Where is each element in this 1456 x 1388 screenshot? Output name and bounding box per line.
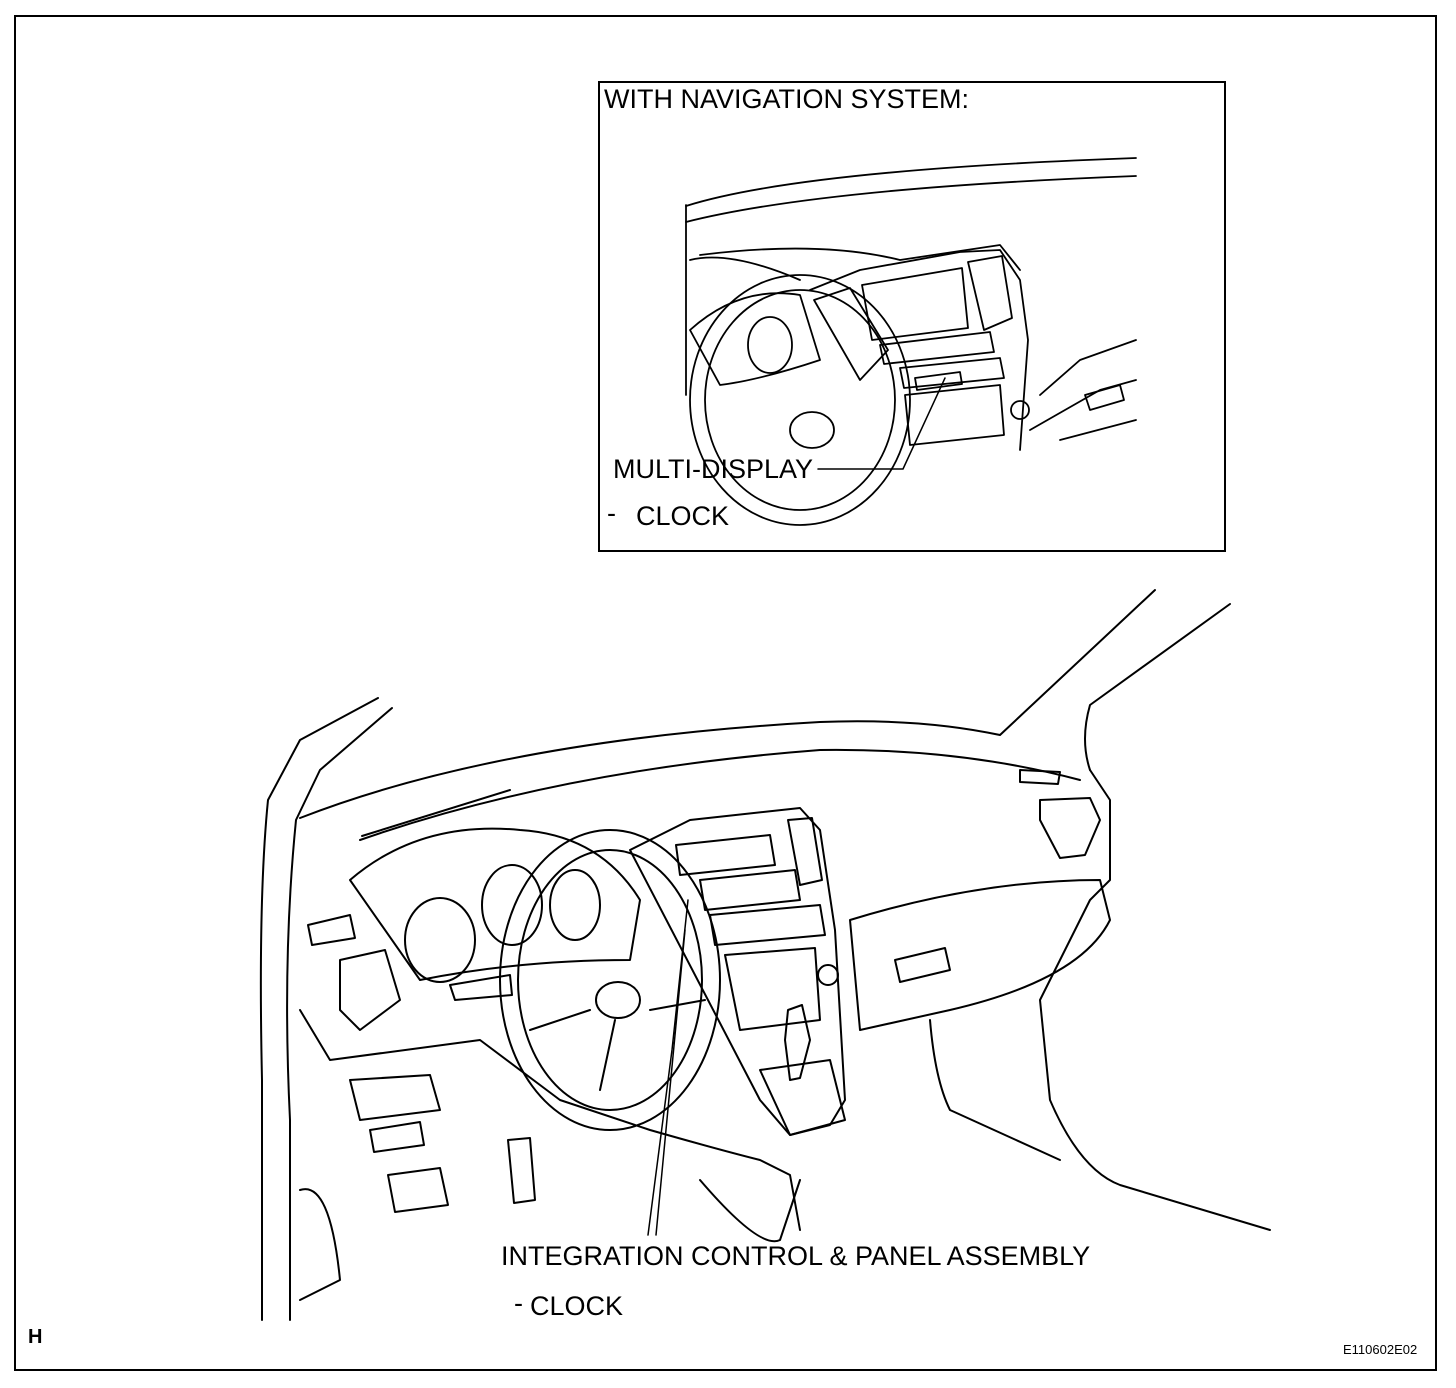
- right-vent: [1039, 797, 1101, 859]
- inset-steering-inner: [704, 289, 896, 511]
- cluster-hood: [349, 827, 641, 981]
- inset-cluster: [689, 292, 821, 386]
- multi-display-label: MULTI-DISPLAY: [613, 454, 814, 484]
- tunnel: [699, 1179, 801, 1243]
- inset-lower-stack: [904, 384, 1005, 446]
- inset-windshield-top: [685, 157, 1137, 207]
- corner-letter: H: [28, 1326, 43, 1348]
- steering-hub: [595, 981, 641, 1019]
- center-stack-outline: [629, 807, 846, 1136]
- integration-control-label: INTEGRATION CONTROL & PANEL ASSEMBLY: [501, 1241, 1091, 1271]
- inset-right-dash: [1039, 339, 1137, 396]
- center-controls-3: [724, 947, 821, 1031]
- figure-border: [14, 15, 1437, 1371]
- lower-switches: [369, 1121, 425, 1153]
- center-vent-right: [787, 817, 823, 886]
- inset-steering-hub: [789, 411, 835, 449]
- integration-control-clock-label: CLOCK: [530, 1291, 624, 1321]
- center-knob: [817, 964, 839, 986]
- center-controls-2: [709, 904, 826, 946]
- wiper-stalk: [449, 974, 513, 1001]
- figure-code: E110602E02: [1343, 1342, 1418, 1357]
- inset-dash-crease: [699, 244, 1021, 271]
- left-dash-tab: [307, 914, 356, 946]
- dash-defrost-slot: [361, 789, 511, 837]
- dash-upper-crease: [359, 748, 1081, 841]
- windshield-line: [1084, 603, 1231, 771]
- inset-steering-rim: [689, 274, 911, 526]
- integration-control-sub-dash: -: [514, 1288, 523, 1318]
- icp-leader-line-2: [655, 929, 686, 1236]
- inset-windshield-top-2: [685, 175, 1137, 223]
- glove-box: [849, 879, 1111, 1031]
- right-pillar: [1039, 769, 1271, 1231]
- right-kick-panel: [929, 1019, 1061, 1161]
- inset-right-lower: [1059, 419, 1137, 441]
- inset-nav-screen: [861, 267, 969, 341]
- inset-title: WITH NAVIGATION SYSTEM:: [604, 84, 970, 114]
- inset-left-vent: [813, 287, 889, 381]
- shift-lever: [784, 1004, 811, 1081]
- gauge-left: [404, 897, 476, 983]
- navigation-inset-panel: [598, 81, 1226, 552]
- inset-button-row-2: [899, 357, 1005, 389]
- pedal-left: [387, 1167, 449, 1213]
- lower-left-panel: [349, 1074, 441, 1121]
- pedal-right: [507, 1137, 536, 1204]
- gauge-mid: [481, 864, 543, 946]
- center-screen: [675, 834, 776, 876]
- inset-right-vent: [967, 255, 1013, 331]
- inset-knob: [1010, 400, 1030, 420]
- inset-gauge: [747, 316, 793, 374]
- inset-left-curve: [689, 256, 801, 281]
- dash-top-edge: [299, 589, 1156, 819]
- lower-dash: [299, 1009, 801, 1231]
- glove-box-handle: [894, 947, 951, 983]
- floor-panel: [299, 1188, 341, 1301]
- shift-gate: [759, 1059, 846, 1136]
- left-a-pillar-inner: [286, 707, 393, 1321]
- left-vent: [339, 949, 401, 1031]
- inset-button-row-1: [879, 331, 995, 365]
- left-a-pillar: [259, 697, 379, 1321]
- multi-display-sub-dash: -: [607, 498, 616, 528]
- inset-display-panel: [914, 371, 963, 391]
- right-dash-end: [1019, 769, 1061, 785]
- steering-wheel-rim: [499, 829, 721, 1131]
- inset-center-stack: [809, 249, 1029, 451]
- gauge-right: [549, 869, 601, 941]
- steering-wheel-inner: [517, 849, 703, 1111]
- multi-display-clock-label: CLOCK: [636, 501, 730, 531]
- multi-display-leader-line: [817, 377, 946, 470]
- inset-right-tab: [1084, 384, 1125, 411]
